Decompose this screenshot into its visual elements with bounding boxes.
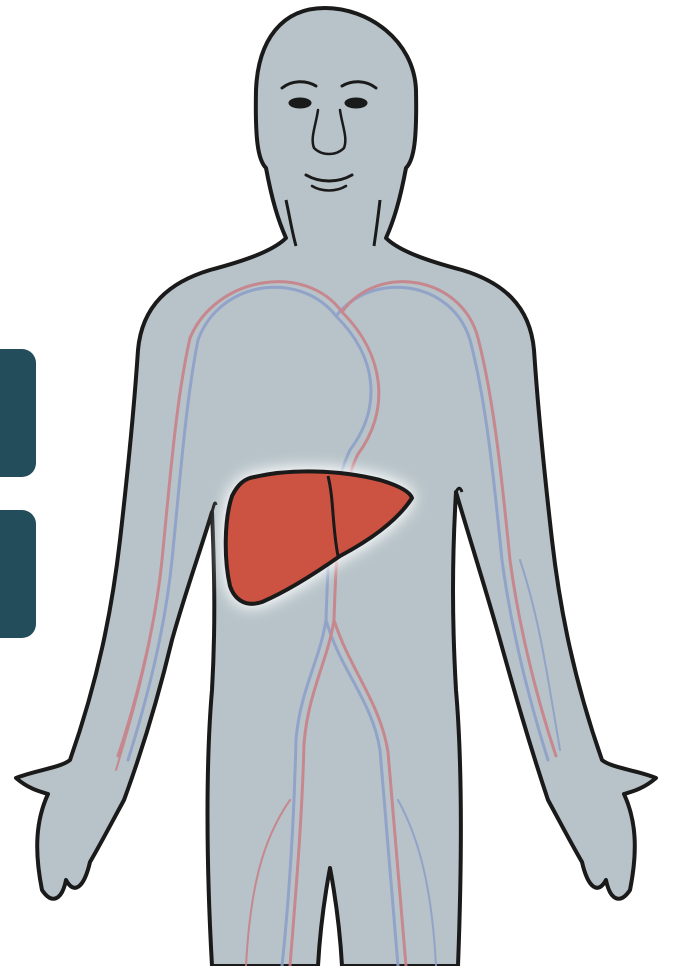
left-eye [289, 98, 311, 108]
right-eye [345, 98, 367, 108]
